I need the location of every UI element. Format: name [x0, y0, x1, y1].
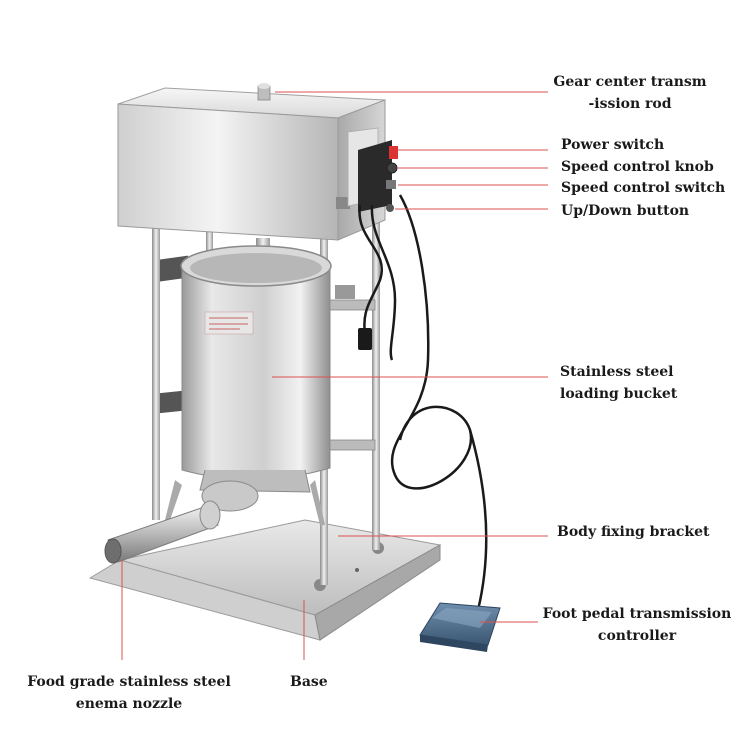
loading-bucket — [180, 245, 332, 493]
label-speed-switch: Speed control switch — [561, 180, 726, 196]
label-power-switch: Power switch — [561, 137, 665, 153]
side-brackets — [329, 285, 376, 451]
speed-knob-icon — [386, 162, 398, 174]
label-loading-bucket: Stainless steel loading bucket — [560, 364, 678, 402]
plug-icon — [358, 328, 372, 350]
foot-pedal — [419, 602, 501, 652]
label-gear-rod: Gear center transm -ission rod — [553, 74, 707, 112]
label-nozzle: Food grade stainless steel enema nozzle — [27, 674, 231, 712]
leader-lines — [121, 91, 548, 660]
label-updown-button: Up/Down button — [561, 203, 690, 219]
motor-head — [117, 83, 386, 241]
enema-nozzle — [104, 480, 259, 564]
updown-button-icon — [386, 204, 394, 212]
label-speed-knob: Speed control knob — [561, 159, 714, 175]
label-foot-pedal: Foot pedal transmission controller — [542, 606, 732, 644]
control-panel — [347, 127, 398, 212]
speed-switch-icon — [386, 180, 396, 189]
label-base: Base — [290, 674, 328, 690]
power-cable — [358, 194, 488, 611]
label-fixing-bracket: Body fixing bracket — [557, 524, 710, 540]
bucket-legs — [165, 480, 325, 525]
base-plate — [88, 519, 442, 641]
power-switch-icon — [389, 146, 398, 159]
